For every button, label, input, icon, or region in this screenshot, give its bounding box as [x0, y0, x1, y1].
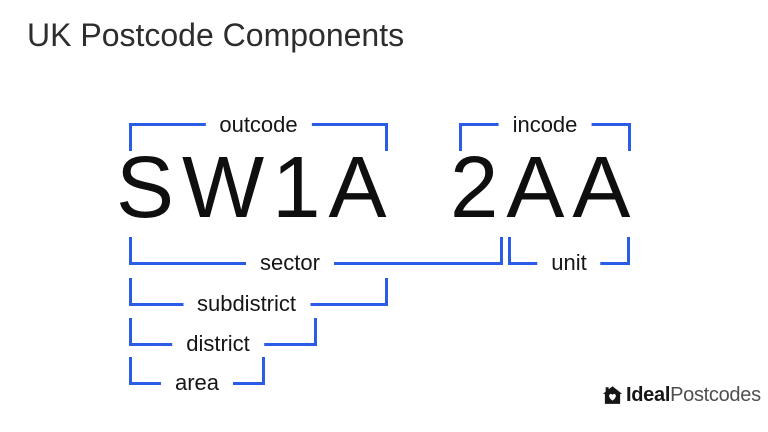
bracket-label-outcode: outcode	[205, 112, 312, 138]
bracket-tick	[508, 237, 511, 265]
bracket-tick	[129, 357, 132, 385]
bracket-label-sector: sector	[246, 250, 334, 276]
bracket-tick	[314, 318, 317, 346]
bracket-label-incode: incode	[498, 112, 592, 138]
bracket-district: district	[129, 318, 317, 357]
logo-text-postcodes: Postcodes	[670, 384, 761, 406]
bracket-tick	[129, 123, 132, 151]
bracket-label-district: district	[172, 331, 264, 357]
ideal-postcodes-logo: IdealPostcodes	[602, 384, 761, 406]
logo-text-ideal: Ideal	[626, 384, 671, 406]
bracket-tick	[129, 318, 132, 346]
bracket-tick	[628, 123, 631, 151]
house-heart-icon	[602, 385, 623, 404]
bracket-outcode: outcode	[129, 112, 388, 151]
bracket-unit: unit	[508, 237, 630, 276]
bracket-sector: sector	[129, 237, 503, 276]
bracket-label-unit: unit	[537, 250, 601, 276]
postcode-outcode-text: SW1A	[116, 139, 395, 236]
postcode-incode-text: 2AA	[450, 139, 639, 236]
bracket-label-area: area	[160, 370, 234, 396]
bracket-tick	[500, 237, 503, 265]
bracket-tick	[627, 237, 630, 265]
bracket-subdistrict: subdistrict	[129, 278, 388, 317]
bracket-tick	[129, 237, 132, 265]
bracket-label-subdistrict: subdistrict	[182, 291, 311, 317]
bracket-incode: incode	[459, 112, 631, 151]
logo-wordmark: IdealPostcodes	[626, 384, 761, 406]
bracket-tick	[262, 357, 265, 385]
bracket-area: area	[129, 357, 265, 396]
bracket-tick	[129, 278, 132, 306]
page-title: UK Postcode Components	[27, 17, 405, 53]
bracket-tick	[459, 123, 462, 151]
bracket-tick	[385, 278, 388, 306]
bracket-tick	[385, 123, 388, 151]
